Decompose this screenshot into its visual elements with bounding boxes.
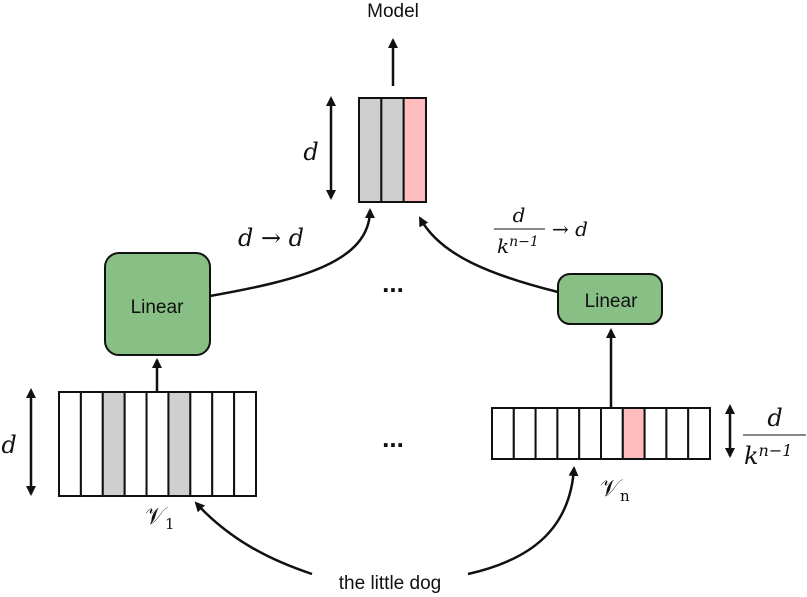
left-to-model-arrow <box>209 208 375 298</box>
input-to-right-vocab-arrow <box>467 466 579 576</box>
left-linear-label: Linear <box>131 297 184 318</box>
model-vector-cell-3 <box>402 97 427 203</box>
left-vocab-cell-5 <box>145 391 170 497</box>
left-vocab-cell-2 <box>79 391 104 497</box>
svg-text:d: d <box>767 404 782 432</box>
right-vocab-cell-6 <box>600 407 624 460</box>
right-linear-box <box>557 273 663 325</box>
right-vocab-cell-3 <box>534 407 559 460</box>
right-vocab-label: 𝒱n <box>600 474 630 505</box>
left-size-label: d <box>1 431 16 459</box>
svg-text:kn−1: kn−1 <box>744 441 792 470</box>
left-vocab-cell-4 <box>123 391 148 497</box>
input-text: the little dog <box>339 573 441 594</box>
right-size-label: d kn−1 <box>743 404 806 470</box>
right-vocab-vector <box>491 407 712 460</box>
input-to-left-vocab-arrow <box>194 501 313 576</box>
left-transform-label: d → d <box>238 224 304 252</box>
right-vocab-cell-7 <box>621 407 646 460</box>
left-vocab-cell-8 <box>211 391 236 497</box>
right-vocab-cell-8 <box>643 407 668 460</box>
middle-ellipsis-bottom: ... <box>382 423 404 453</box>
model-size-label: d <box>303 138 318 166</box>
model-title: Model <box>367 1 419 22</box>
right-vocab-cell-1 <box>491 407 515 460</box>
middle-ellipsis-top: ... <box>382 268 404 298</box>
right-vocab-cell-5 <box>578 407 603 460</box>
svg-text:→ d: → d <box>552 217 588 241</box>
right-transform-label: d kn−1 → d <box>494 203 588 258</box>
left-linear-box <box>104 252 211 356</box>
svg-text:kn−1: kn−1 <box>497 234 539 258</box>
left-vocab-cell-1 <box>58 391 82 497</box>
right-to-model-arrow <box>418 216 559 294</box>
left-vocab-cell-9 <box>233 391 258 497</box>
right-vocab-cell-4 <box>556 407 581 460</box>
model-vector-cell-1 <box>358 97 383 203</box>
right-vocab-cell-2 <box>512 407 537 460</box>
left-vocab-vector <box>58 391 258 497</box>
right-vocab-cell-9 <box>665 407 690 460</box>
svg-text:d: d <box>513 203 526 227</box>
left-vocab-label: 𝒱1 <box>145 502 175 533</box>
left-vocab-cell-6 <box>167 391 192 497</box>
model-vector-cell-2 <box>380 97 405 203</box>
model-vector <box>358 97 427 203</box>
left-vocab-cell-7 <box>189 391 214 497</box>
right-linear-label: Linear <box>585 291 638 312</box>
right-vocab-cell-10 <box>687 407 712 460</box>
left-vocab-cell-3 <box>101 391 126 497</box>
